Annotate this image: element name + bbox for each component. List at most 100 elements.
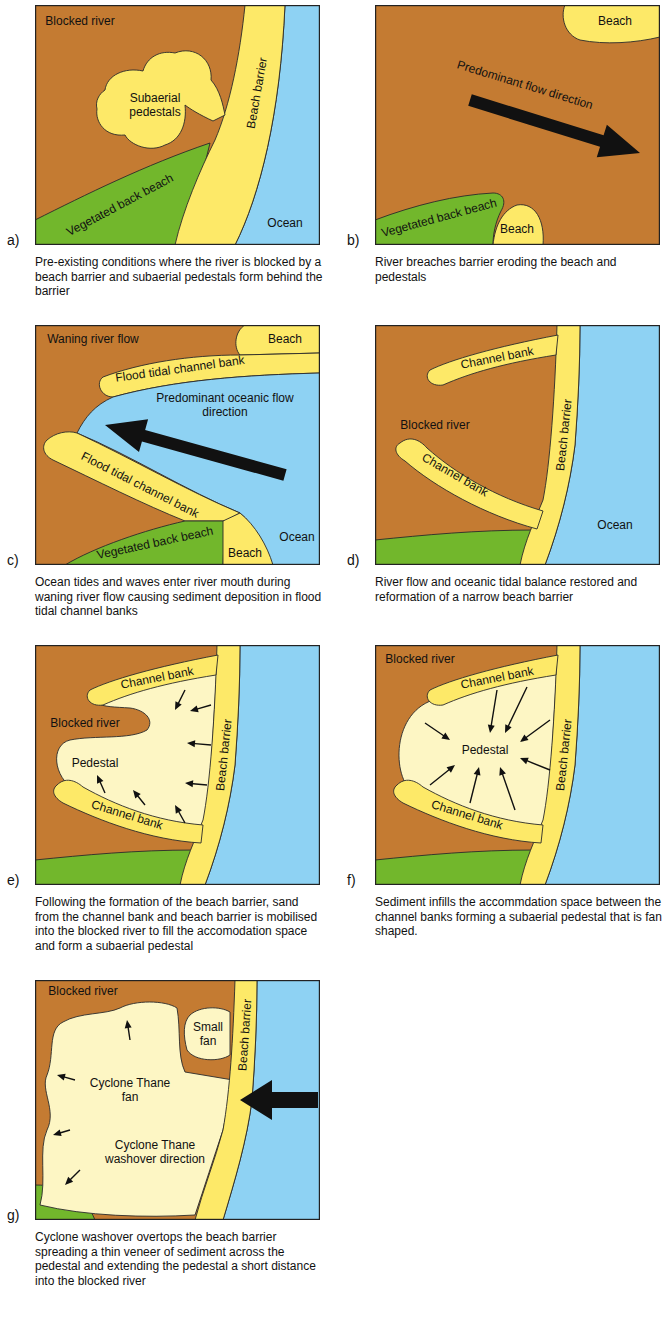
sand-area — [223, 513, 273, 565]
stage-panel: Channel bankBlocked riverPedestalBeach b… — [35, 645, 320, 885]
region-label: Ocean — [597, 518, 632, 532]
flow-arrow — [57, 1074, 75, 1081]
region-label: Pedestal — [72, 756, 119, 770]
sand-area — [87, 655, 218, 705]
stage-panel: Blocked riverSubaerial pedestalsBeach ba… — [35, 5, 320, 245]
panel-frame — [376, 6, 660, 245]
region-label: Predominant oceanic flow direction — [150, 391, 300, 420]
flow-arrow — [190, 704, 211, 712]
region-label: Ocean — [279, 530, 314, 544]
region-label: Subaerial pedestals — [120, 91, 190, 120]
flow-arrow — [187, 740, 211, 747]
panel-caption: River breaches barrier eroding the beach… — [375, 255, 662, 284]
pedestal-area — [184, 1008, 230, 1060]
sand-area — [520, 325, 580, 565]
river-area — [375, 645, 660, 885]
flow-arrow — [469, 767, 480, 803]
vegetation-area — [65, 521, 225, 565]
panel-letter: a) — [7, 233, 19, 247]
flow-arrow — [133, 790, 146, 805]
sand-area — [236, 325, 320, 355]
sand-area — [96, 51, 225, 148]
region-label: Beach — [598, 14, 632, 28]
flow-arrow — [505, 687, 528, 733]
flow-arrow — [175, 690, 186, 710]
river-area — [375, 5, 660, 245]
region-label: Blocked river — [385, 652, 454, 666]
panel-frame — [36, 326, 320, 565]
stage-panel: Waning river flowFlood tidal channel ban… — [35, 325, 320, 565]
panel-letter: b) — [347, 233, 359, 247]
panel-caption: Following the formation of the beach bar… — [35, 895, 325, 954]
vegetation-area — [35, 850, 195, 885]
flow-arrow — [53, 1129, 70, 1136]
flow-arrow — [65, 1170, 80, 1185]
vegetation-area — [375, 850, 535, 885]
panel-caption: Ocean tides and waves enter river mouth … — [35, 575, 325, 619]
river-area — [35, 5, 320, 245]
region-label: Blocked river — [400, 418, 469, 432]
river-area — [35, 645, 320, 885]
flow-arrow — [105, 419, 287, 480]
region-label: Small fan — [186, 1020, 230, 1049]
sand-area — [396, 439, 543, 529]
panel-letter: e) — [7, 873, 19, 887]
sand-area — [563, 5, 660, 43]
river-area — [35, 980, 320, 1220]
region-label: Beach — [228, 546, 262, 560]
sand-area — [493, 205, 543, 245]
flow-arrow — [488, 690, 498, 733]
flow-arrow — [468, 94, 640, 157]
river-area — [375, 325, 660, 565]
flow-arrow — [520, 758, 550, 771]
region-label: Blocked river — [50, 716, 119, 730]
flow-arrow — [430, 765, 455, 786]
region-label: Blocked river — [45, 14, 114, 28]
sand-area — [175, 5, 285, 245]
panel-map — [35, 980, 320, 1220]
region-label: Cyclone Thane fan — [80, 1076, 180, 1105]
panel-frame — [36, 981, 320, 1220]
region-label: Ocean — [267, 216, 302, 230]
region-label: Waning river flow — [47, 332, 139, 346]
panel-map — [375, 5, 660, 245]
region-label: Blocked river — [48, 984, 117, 998]
flow-arrow — [175, 805, 186, 823]
sand-area — [520, 645, 580, 885]
panel-frame — [376, 646, 660, 885]
sand-area — [54, 780, 203, 843]
flow-arrow — [125, 1020, 132, 1040]
stage-panel: Channel bankBlocked riverBeach barrierCh… — [375, 325, 660, 565]
region-label: Cyclone Thane washover direction — [93, 1138, 218, 1167]
flow-arrow — [240, 1080, 318, 1120]
panel-map — [35, 5, 320, 245]
sand-area — [180, 645, 240, 885]
panel-frame — [36, 6, 320, 245]
pedestal-area — [40, 1002, 233, 1216]
panel-caption: River flow and oceanic tidal balance res… — [375, 575, 662, 604]
region-label: Beach — [268, 332, 302, 346]
panel-letter: g) — [7, 1208, 19, 1222]
panel-letter: f) — [347, 873, 356, 887]
stage-panel: BeachPredominant flow directionVegetated… — [375, 5, 660, 245]
panel-frame — [376, 326, 660, 565]
flow-arrow — [499, 767, 515, 810]
flow-arrow — [425, 722, 450, 740]
flow-arrow — [185, 780, 207, 787]
panel-caption: Sediment infills the accommdation space … — [375, 895, 662, 939]
sand-area — [44, 432, 240, 521]
panel-letter: d) — [347, 553, 359, 567]
sand-area — [427, 335, 558, 385]
stage-panel: Blocked riverChannel bankPedestalBeach b… — [375, 645, 660, 885]
region-label: Beach — [500, 222, 534, 236]
flow-arrow — [520, 719, 550, 742]
sand-area — [394, 780, 543, 843]
vegetation-area — [375, 530, 535, 565]
ocean-area — [77, 373, 320, 565]
panel-caption: Pre-existing conditions where the river … — [35, 255, 325, 299]
panel-caption: Cyclone washover overtops the beach barr… — [35, 1230, 325, 1289]
flow-arrow — [97, 775, 106, 793]
vegetation-area — [375, 193, 504, 245]
panel-letter: c) — [7, 553, 19, 567]
stage-panel: Blocked riverSmall fanCyclone Thane fanC… — [35, 980, 320, 1220]
